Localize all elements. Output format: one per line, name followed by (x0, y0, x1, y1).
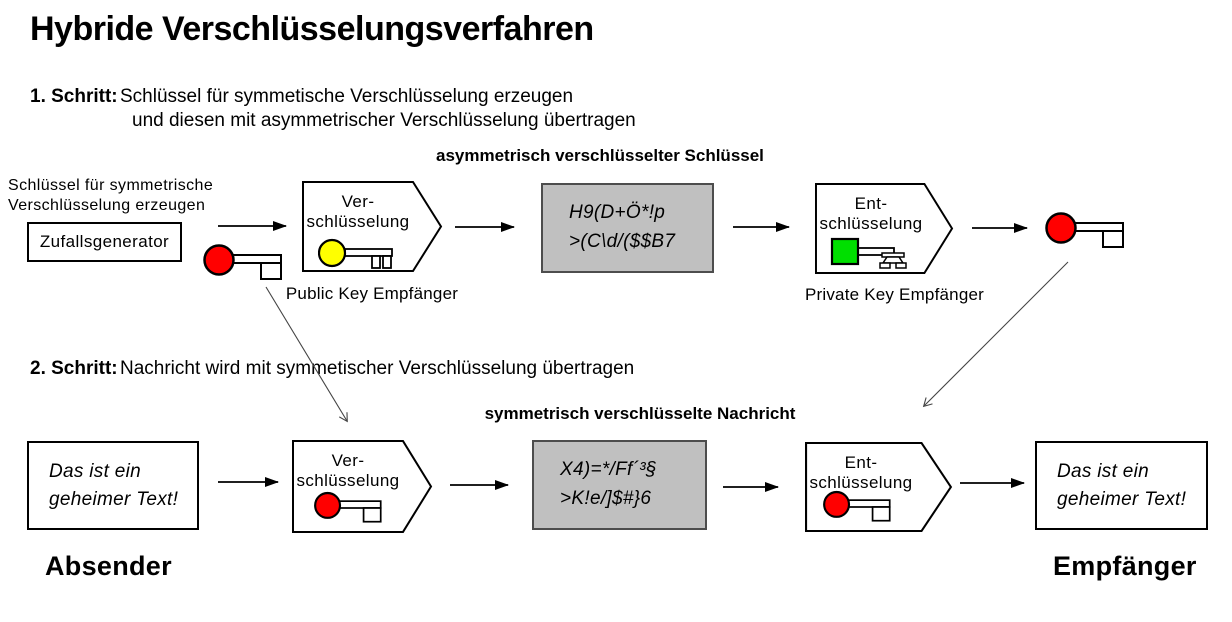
plaintext-sender-line2: geheimer Text! (49, 489, 179, 510)
asym-cipher-box: H9(D+Ö*!p >(C\d/($$B7 (541, 183, 714, 273)
asym-cipher-label: asymmetrisch verschlüsselter Schlüssel (436, 146, 764, 165)
decrypt-sym-box: Ent- schlüsselung (805, 442, 953, 532)
diagonal-arrow-key-to-encrypt2 (265, 286, 348, 423)
yellow-key-icon (318, 238, 393, 269)
decrypt-asym-label: Ent- schlüsselung (819, 194, 923, 233)
red-key-icon (823, 490, 891, 522)
plaintext-receiver-box: Das ist ein geheimer Text! (1035, 441, 1208, 530)
keygen-note: Schlüssel für symmetrische Verschlüsselu… (8, 176, 213, 216)
encrypt-sym-box: Ver- schlüsselung (292, 440, 433, 533)
encrypt-asym-box: Ver- schlüsselung (302, 181, 443, 272)
public-key-caption: Public Key Empfänger (285, 284, 459, 303)
plaintext-receiver-line2: geheimer Text! (1057, 489, 1187, 510)
plaintext-sender-box: Das ist ein geheimer Text! (27, 441, 199, 530)
encrypt-asym-label: Ver- schlüsselung (306, 192, 410, 231)
keygen-note-line1: Schlüssel für symmetrische (8, 177, 214, 194)
step2-line1: Nachricht wird mit symmetischer Verschlü… (120, 358, 635, 379)
step2-label: 2. Schritt: (30, 358, 118, 379)
page-title: Hybride Verschlüsselungsverfahren (30, 10, 594, 48)
red-key-icon (1045, 212, 1124, 248)
keygen-note-line2: Verschlüsselung erzeugen (8, 197, 206, 214)
decrypt-sym-label: Ent- schlüsselung (809, 453, 913, 492)
step1-line1: Schlüssel für symmetische Verschlüsselun… (120, 86, 574, 107)
asym-cipher-line2: >(C\d/($$B7 (569, 231, 676, 252)
random-generator-label: Zufallsgenerator (39, 232, 170, 251)
asym-cipher-line1: H9(D+Ö*!p (569, 202, 666, 223)
step1-line2: und diesen mit asymmetrischer Verschlüss… (132, 110, 636, 131)
red-key-icon (314, 491, 382, 523)
plaintext-sender-line1: Das ist ein (49, 461, 142, 482)
red-key-icon (203, 244, 282, 280)
sender-label: Absender (45, 551, 172, 581)
green-key-icon (830, 237, 907, 269)
diagonal-arrow-key-to-decrypt2 (922, 261, 1069, 408)
private-key-caption: Private Key Empfänger (804, 285, 984, 304)
sym-cipher-box: X4)=*/Ff´³§ >K!e/]$#}6 (532, 440, 707, 530)
encrypt-sym-label: Ver- schlüsselung (296, 451, 400, 490)
random-generator-box: Zufallsgenerator (27, 222, 182, 262)
decrypt-asym-box: Ent- schlüsselung (815, 183, 954, 274)
receiver-label: Empfänger (1053, 551, 1197, 581)
plaintext-receiver-line1: Das ist ein (1057, 461, 1150, 482)
sym-cipher-label: symmetrisch verschlüsselte Nachricht (484, 404, 796, 423)
step1-label: 1. Schritt: (30, 86, 118, 107)
sym-cipher-line2: >K!e/]$#}6 (560, 488, 652, 509)
sym-cipher-line1: X4)=*/Ff´³§ (560, 459, 657, 480)
